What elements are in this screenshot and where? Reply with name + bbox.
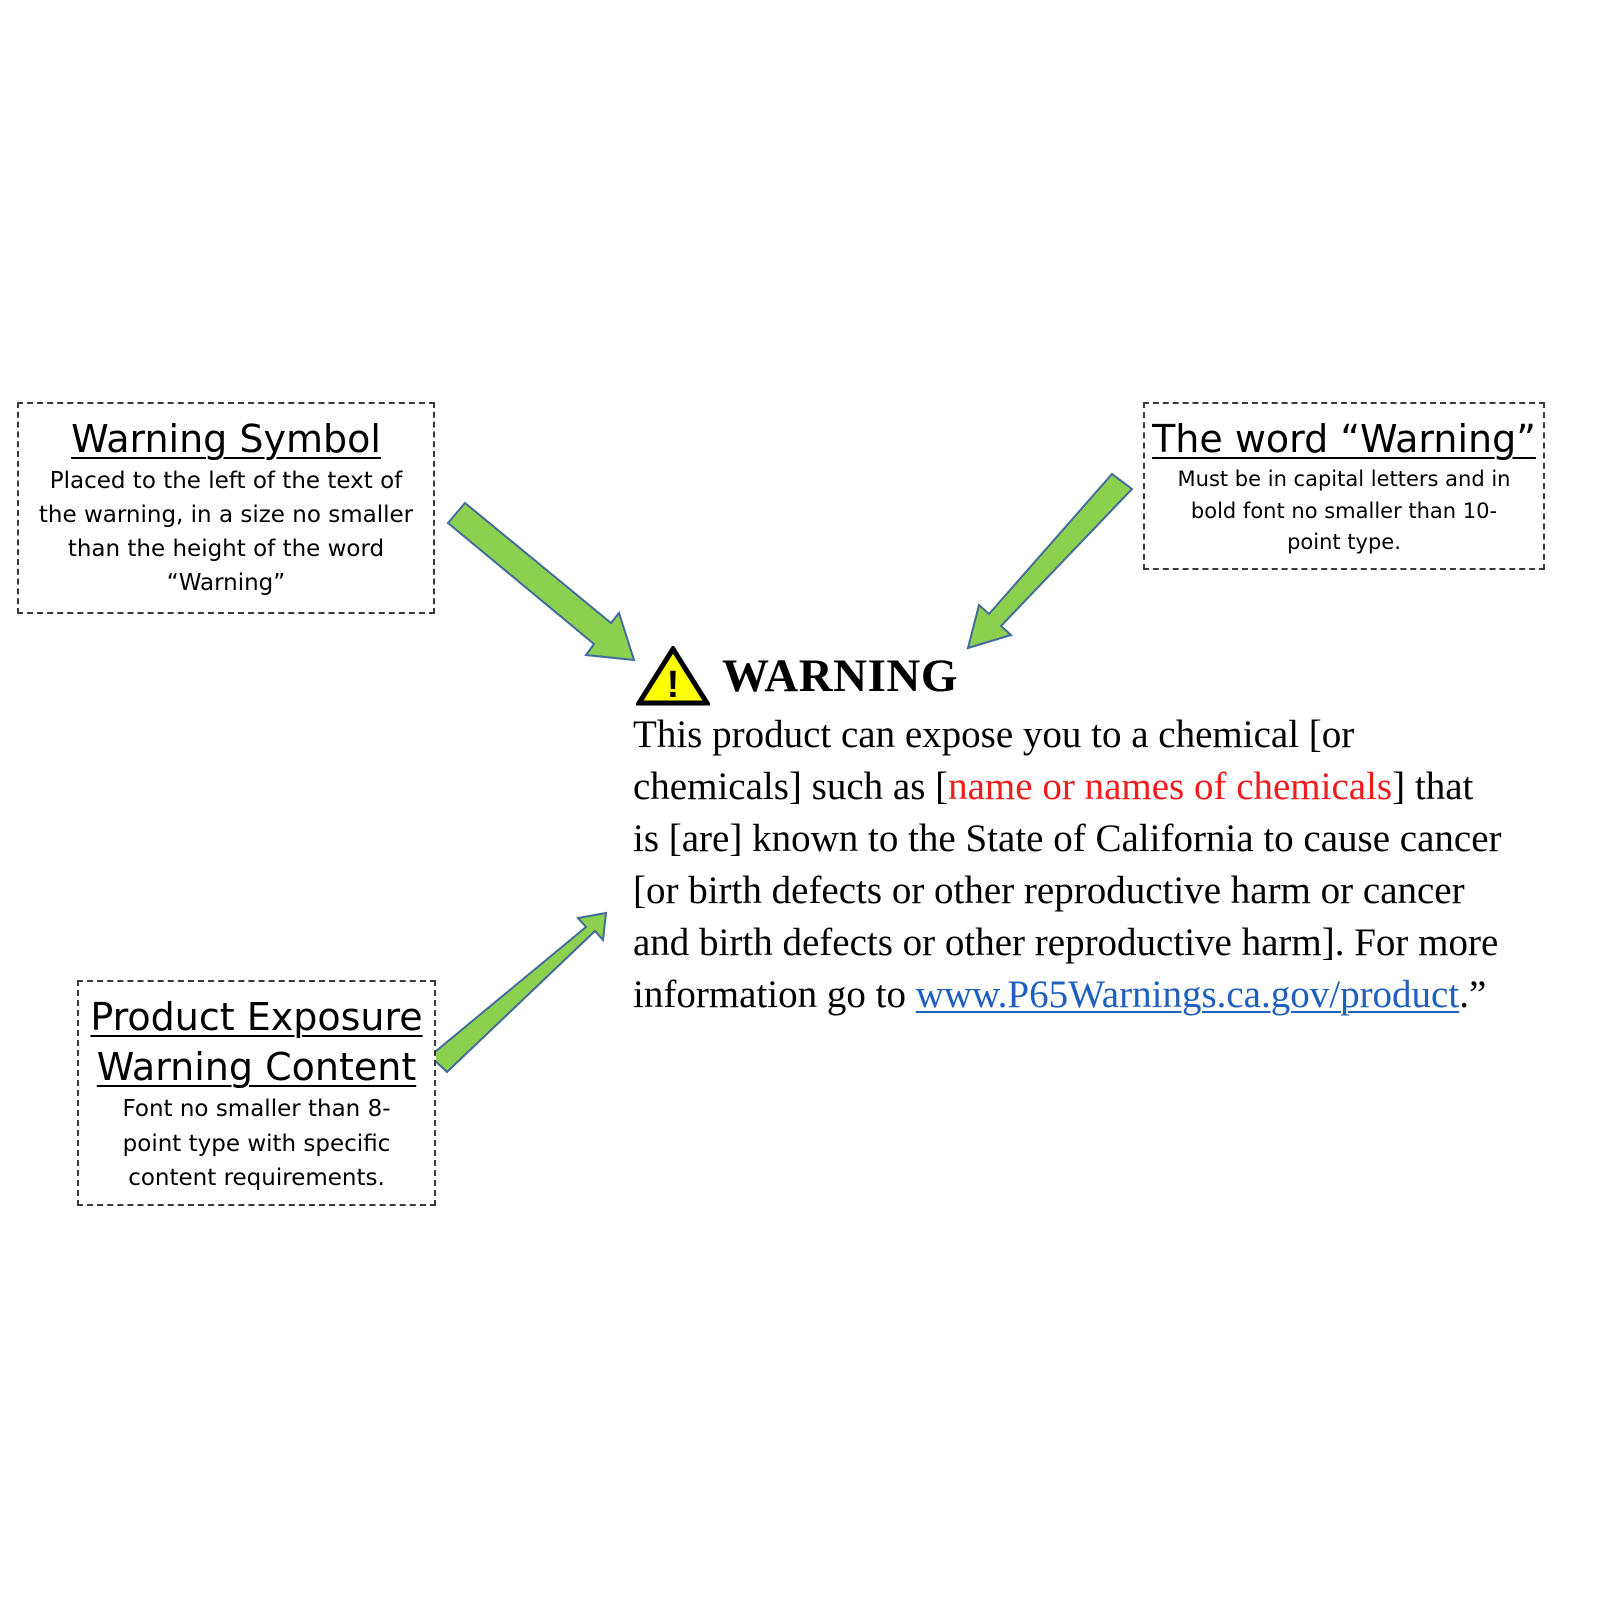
warning-text-line-5: and birth defects or other reproductive … — [633, 921, 1499, 964]
callout-warning-word: The word “Warning” Must be in capital le… — [1143, 402, 1545, 570]
p65-warnings-link[interactable]: www.P65Warnings.ca.gov/product — [915, 973, 1460, 1016]
text-segment: .” — [1459, 973, 1487, 1016]
exclamation-mark: ! — [667, 664, 680, 706]
warning-text-line-3: is [are] known to the State of Californi… — [633, 817, 1502, 860]
callout-warning-symbol: Warning Symbol Placed to the left of the… — [17, 402, 435, 614]
warning-content: This product can expose you to a chemica… — [633, 709, 1598, 1021]
arrow-content-to-warning — [428, 911, 608, 1074]
callout-description: Must be in capital letters and in bold f… — [1177, 467, 1511, 554]
chemical-names-placeholder: name or names of chemicals — [948, 765, 1393, 808]
callout-title: Warning Symbol — [71, 417, 381, 461]
warning-word: WARNING — [722, 650, 958, 702]
callout-title-line-1: Product Exposure — [90, 995, 423, 1039]
callout-title: The word “Warning” — [1152, 417, 1536, 461]
text-segment: chemicals] such as [ — [633, 765, 949, 808]
callout-description: Placed to the left of the text of the wa… — [38, 468, 414, 596]
warning-heading: ! WARNING — [636, 640, 958, 712]
callout-description: Font no smaller than 8- point type with … — [122, 1096, 391, 1191]
arrow-symbol-to-warning — [446, 501, 636, 662]
warning-text-line-2: chemicals] such as [name or names of che… — [633, 761, 1598, 813]
warning-triangle-icon: ! — [636, 646, 710, 706]
callout-warning-content: Product Exposure Warning Content Font no… — [77, 980, 436, 1206]
warning-text-line-6: information go to www.P65Warnings.ca.gov… — [633, 969, 1598, 1021]
text-segment: information go to — [633, 973, 916, 1016]
text-segment: ] that — [1392, 765, 1474, 808]
warning-text-line-1: This product can expose you to a chemica… — [633, 713, 1355, 756]
warning-text-line-4: [or birth defects or other reproductive … — [633, 869, 1465, 912]
callout-title-line-2: Warning Content — [96, 1045, 417, 1089]
arrow-word-to-warning — [966, 472, 1134, 650]
